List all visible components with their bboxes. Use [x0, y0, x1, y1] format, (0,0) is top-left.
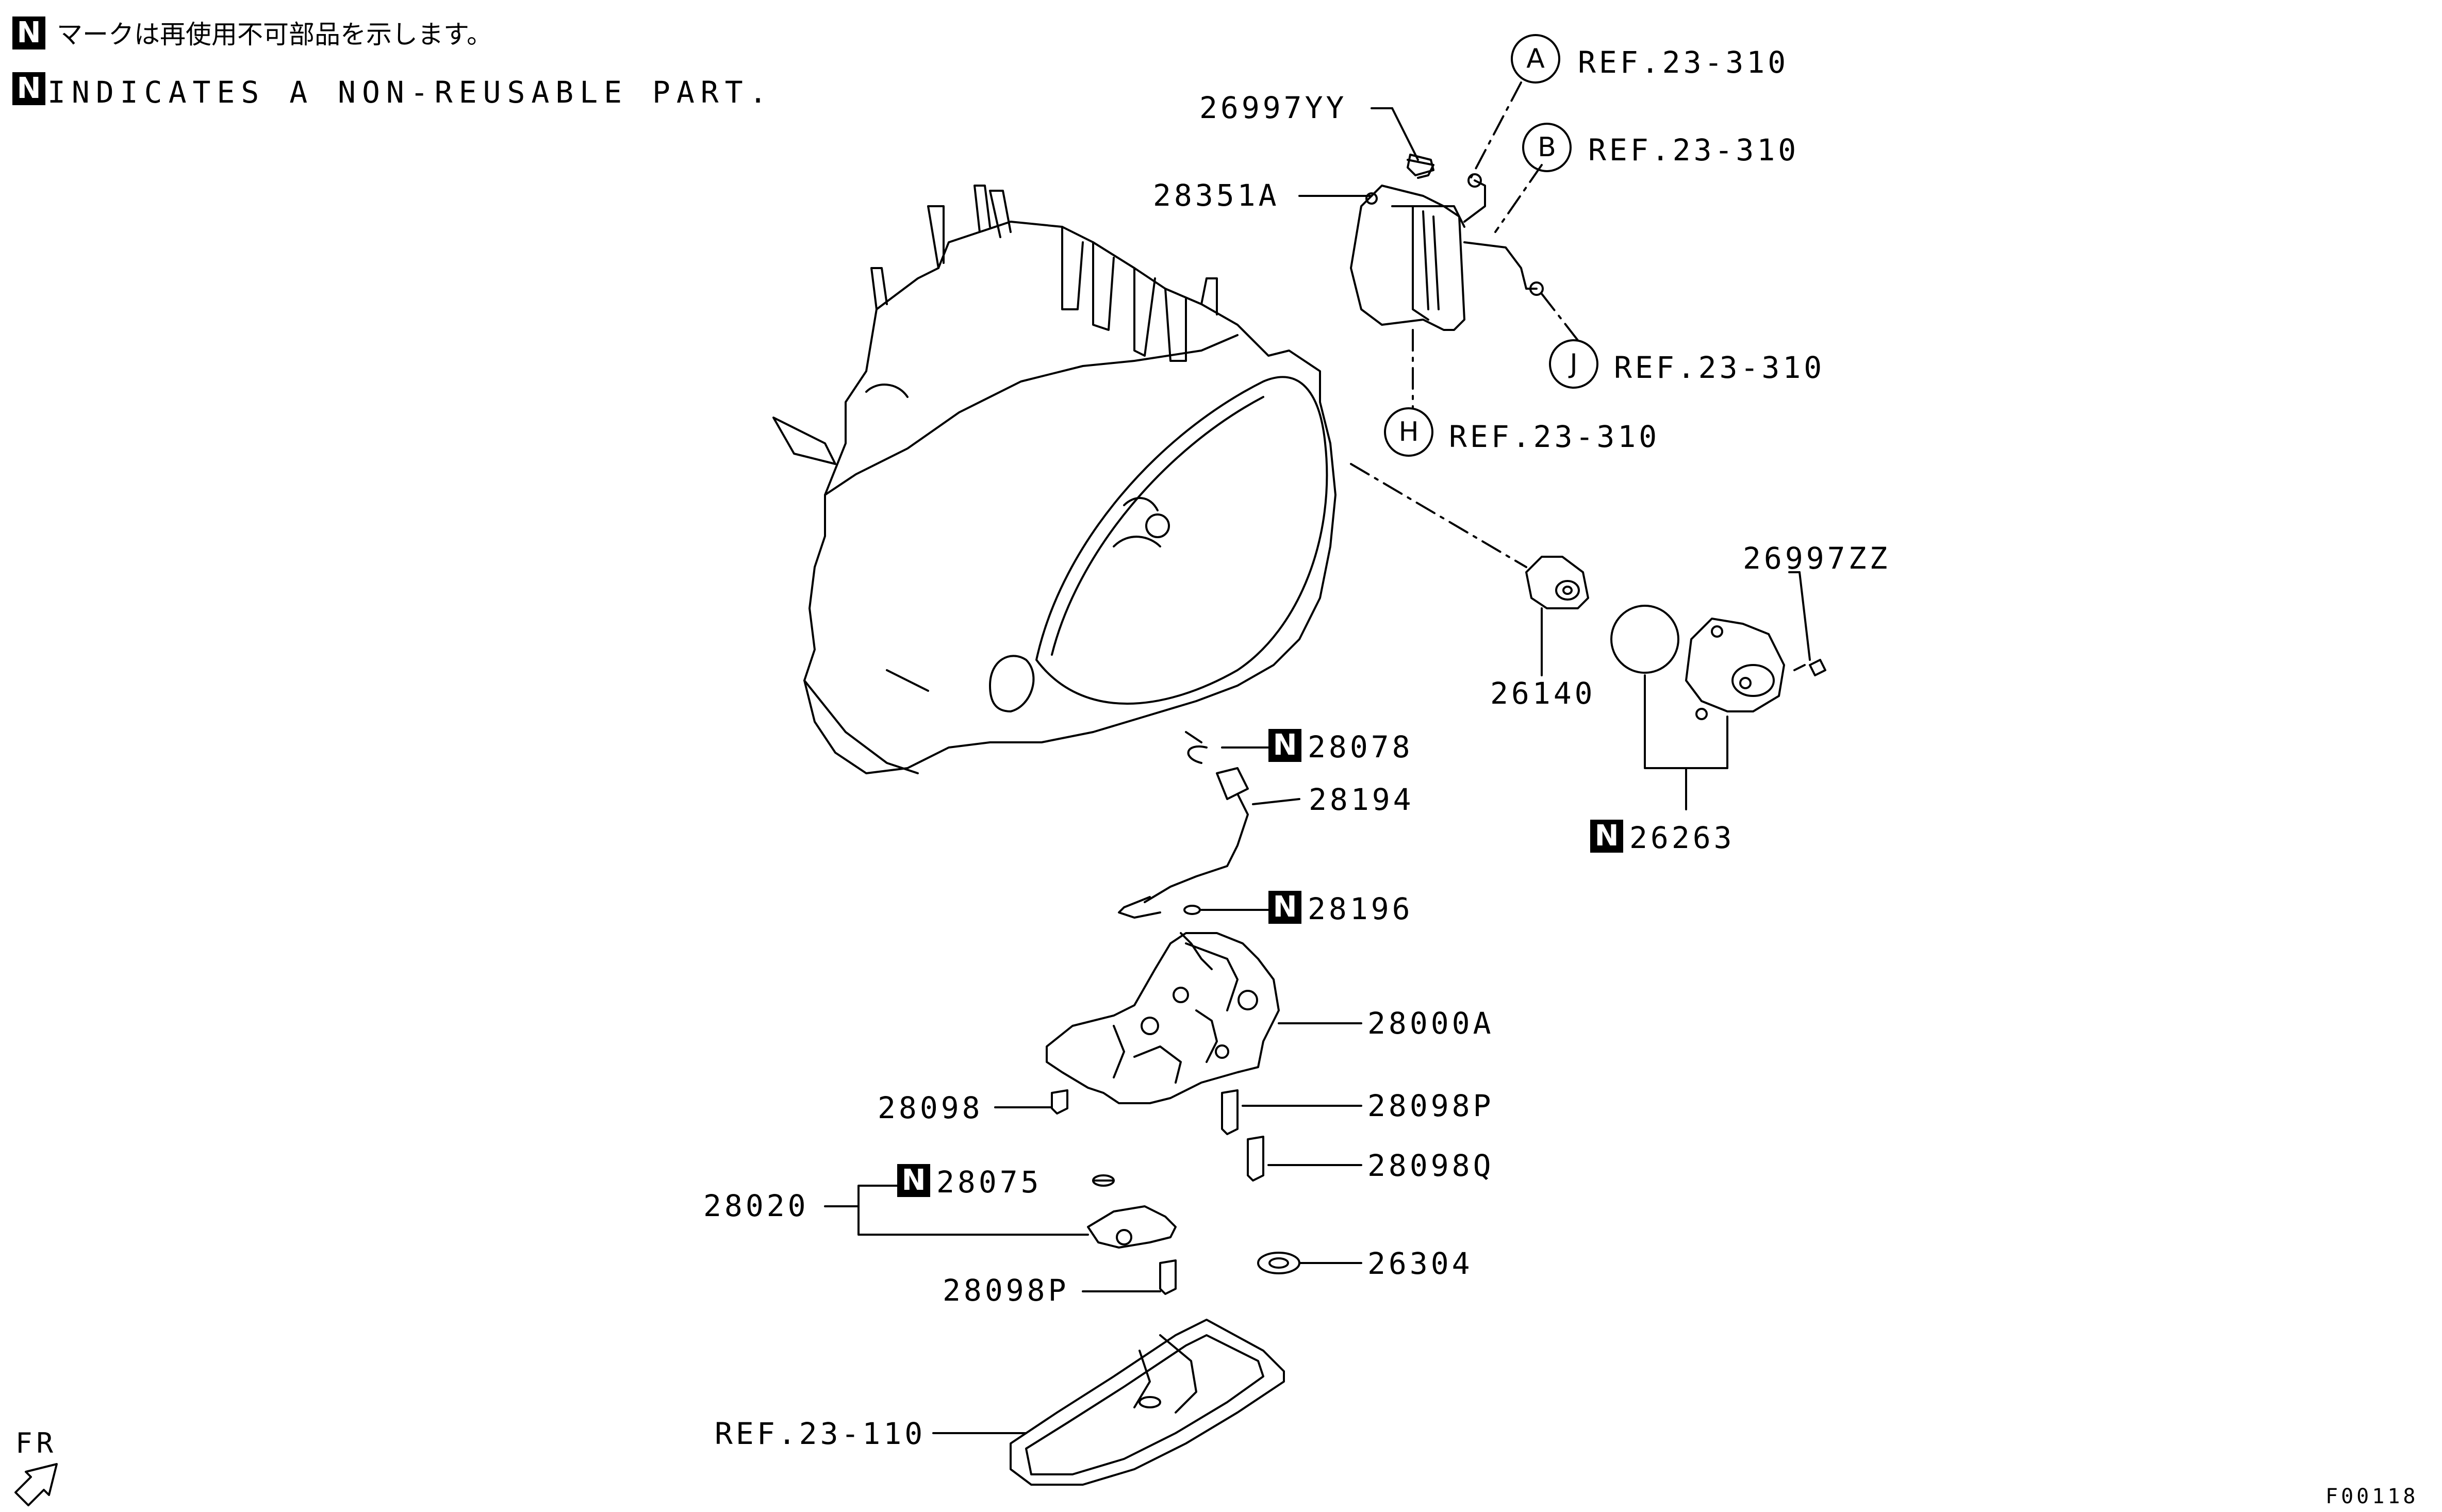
- filter-cover: [1610, 605, 1785, 720]
- part-label-26997yy: 26997YY: [1199, 90, 1347, 125]
- part-label-28098: 28098: [878, 1090, 983, 1125]
- callout-b: B: [1522, 123, 1572, 172]
- harness-28194: [1118, 767, 1249, 919]
- callout-h: H: [1384, 407, 1433, 457]
- part-label-28196: 28196: [1308, 891, 1413, 926]
- control-valve: [1046, 932, 1280, 1104]
- clip-28078: [1187, 745, 1208, 764]
- part-label-28075: 28075: [936, 1165, 1042, 1200]
- part-label-26263: 26263: [1629, 820, 1735, 855]
- callout-a: A: [1511, 34, 1560, 84]
- part-label-28098q: 28098Q: [1367, 1148, 1494, 1183]
- ref-label-a: REF.23-310: [1578, 45, 1789, 80]
- strainer: [1087, 1205, 1177, 1249]
- note-japanese: マークは再使用不可部品を示します。: [57, 20, 492, 49]
- part-label-28078: 28078: [1308, 729, 1413, 765]
- front-direction-label: FR: [15, 1427, 58, 1459]
- figure-code: F00118: [2325, 1485, 2419, 1508]
- part-label-28351a: 28351A: [1153, 178, 1280, 213]
- non-reusable-badge: N: [897, 1164, 930, 1197]
- non-reusable-badge: N: [12, 16, 45, 49]
- reference-dashes: [1350, 81, 1579, 568]
- bolt-26997yy: [1407, 154, 1434, 179]
- non-reusable-badge: N: [1268, 891, 1301, 924]
- part-label-26140: 26140: [1490, 676, 1596, 711]
- part-label-28020: 28020: [703, 1188, 809, 1223]
- part-label-26997zz: 26997ZZ: [1743, 541, 1891, 576]
- part-label-26304: 26304: [1367, 1246, 1473, 1281]
- oil-cooler: [1350, 173, 1544, 331]
- transmission-case: [772, 185, 1336, 774]
- part-label-ref-23-110: REF.23-110: [715, 1416, 926, 1451]
- part-label-28000a: 28000A: [1367, 1006, 1494, 1041]
- ref-label-b: REF.23-310: [1588, 132, 1800, 168]
- note-english: INDICATES A NON-REUSABLE PART.: [47, 75, 773, 110]
- bolt-26997zz: [1793, 659, 1826, 676]
- drain-washer: [1257, 1252, 1300, 1274]
- part-label-28194: 28194: [1309, 782, 1414, 817]
- non-reusable-badge: N: [1268, 729, 1301, 762]
- ref-label-h: REF.23-310: [1449, 419, 1660, 454]
- o-ring-28196: [1183, 905, 1201, 915]
- ref-label-j: REF.23-310: [1614, 350, 1825, 385]
- part-label-28098p: 28098P: [1367, 1088, 1494, 1123]
- valve-bolts: [1051, 1089, 1264, 1182]
- oil-pan: [1010, 1319, 1285, 1486]
- part-label-28098p-lower: 28098P: [943, 1273, 1069, 1308]
- front-arrow-icon: [14, 1463, 58, 1506]
- bolt-28098p-lower: [1159, 1259, 1177, 1295]
- callout-j: J: [1549, 339, 1598, 389]
- leader-lines: [824, 107, 1811, 1434]
- non-reusable-badge: N: [12, 72, 45, 105]
- non-reusable-badge: N: [1590, 820, 1623, 853]
- oil-filter: [1525, 556, 1589, 609]
